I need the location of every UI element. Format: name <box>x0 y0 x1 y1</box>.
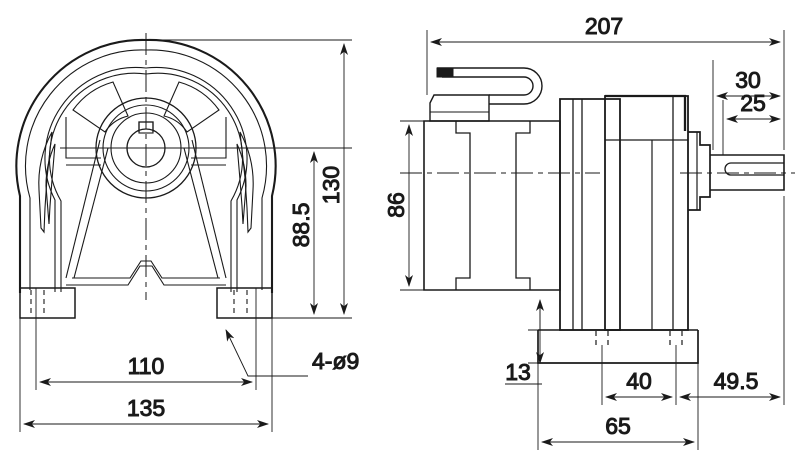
dim-label-49-5: 49.5 <box>714 368 759 394</box>
dim-label-30: 30 <box>735 67 761 93</box>
dim-label-25: 25 <box>740 90 766 116</box>
bearing-flange-step <box>688 131 711 211</box>
dim-label-88-5: 88.5 <box>288 203 314 248</box>
motor-body-step-right <box>515 121 531 290</box>
cable-plug-end <box>436 67 454 78</box>
rib-diagonal-right-2 <box>183 147 219 279</box>
side-view-dimensions: 207 86 30 25 13 40 49.5 65 <box>383 13 785 450</box>
shaft-keyway <box>724 162 784 176</box>
dim-label-40: 40 <box>626 368 652 394</box>
bolt-hole-hidden-lines-left <box>30 290 45 316</box>
leader-line-hole-callout <box>225 329 308 377</box>
mounting-foot-right <box>216 287 273 319</box>
front-end-view <box>15 33 352 319</box>
dim-label-65: 65 <box>605 413 631 439</box>
gearbox-top-cap <box>605 94 687 131</box>
gearbox-main-block <box>604 95 689 331</box>
dim-label-130: 130 <box>318 166 344 204</box>
dim-label-13: 13 <box>505 359 531 385</box>
mounting-foot-left <box>19 287 76 319</box>
front-view-dimensions: 130 88.5 110 135 4-ø9 <box>19 39 360 432</box>
motor-body-step-left <box>455 121 471 290</box>
left-relief-slot <box>38 131 53 234</box>
dim-label-86: 86 <box>383 192 409 218</box>
base-plate <box>537 330 699 364</box>
rib-diagonal-right <box>191 139 227 279</box>
base-plate-hidden-holes <box>595 331 683 345</box>
cable-loop-outer <box>437 67 543 105</box>
dim-label-135: 135 <box>127 395 165 421</box>
pocket-wall-right <box>191 117 227 159</box>
rib-diagonal-left-2 <box>73 147 109 279</box>
left-relief-slot-inner <box>45 143 56 225</box>
dim-label-207: 207 <box>585 13 623 39</box>
rib-diagonal-left <box>65 139 101 279</box>
right-relief-slot-inner <box>236 143 247 225</box>
cable-loop-inner <box>442 76 534 96</box>
gearbox-housing <box>559 98 621 331</box>
dim-label-110: 110 <box>128 353 165 379</box>
bolt-hole-hidden-lines-right <box>233 290 248 316</box>
motor-body-outline <box>423 120 561 291</box>
terminal-box <box>429 94 490 122</box>
pocket-wall-left <box>65 117 101 159</box>
dim-label-hole-callout: 4-ø9 <box>312 348 359 374</box>
right-relief-slot <box>239 131 254 234</box>
side-elevation-view <box>400 67 795 364</box>
